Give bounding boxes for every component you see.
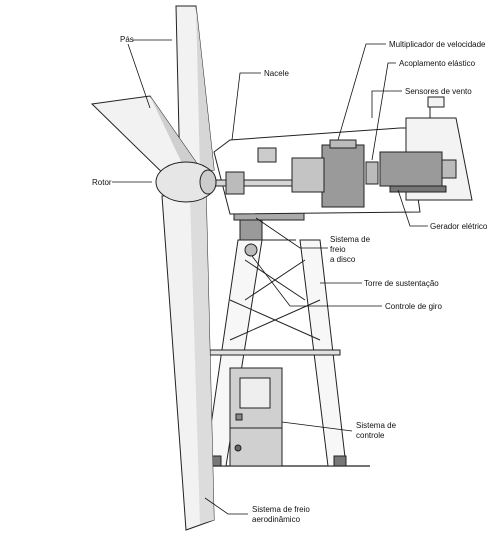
label-freio-aero-2: aerodinâmico — [252, 515, 301, 524]
label-controle-1: Sistema de — [356, 421, 397, 430]
label-torre: Torre de sustentação — [364, 279, 439, 288]
gearbox — [321, 144, 365, 208]
nacelle — [209, 96, 473, 215]
generator — [379, 151, 443, 187]
control-cabinet — [229, 367, 283, 467]
label-rotor: Rotor — [92, 178, 112, 187]
label-multiplicador: Multiplicador de velocidade — [389, 40, 486, 49]
label-freio-disco-2: freio — [330, 245, 346, 254]
label-freio-aero-1: Sistema de freio — [252, 505, 310, 514]
label-acoplamento: Acoplamento elástico — [399, 59, 476, 68]
leader-lines — [112, 39, 428, 515]
wind-sensor-icon — [427, 96, 445, 108]
label-freio-disco-1: Sistema de — [330, 235, 371, 244]
tower — [204, 239, 347, 467]
label-gerador: Gerador elétrico — [430, 222, 488, 231]
elastic-coupling — [365, 161, 379, 185]
label-nacele: Nacele — [264, 69, 289, 78]
label-sensores: Sensores de vento — [405, 87, 472, 96]
label-giro: Controle de giro — [385, 302, 442, 311]
label-controle-2: controle — [356, 431, 385, 440]
rotor-blades — [90, 5, 217, 531]
label-freio-disco-3: a disco — [330, 255, 356, 264]
label-pas: Pás — [120, 35, 134, 44]
